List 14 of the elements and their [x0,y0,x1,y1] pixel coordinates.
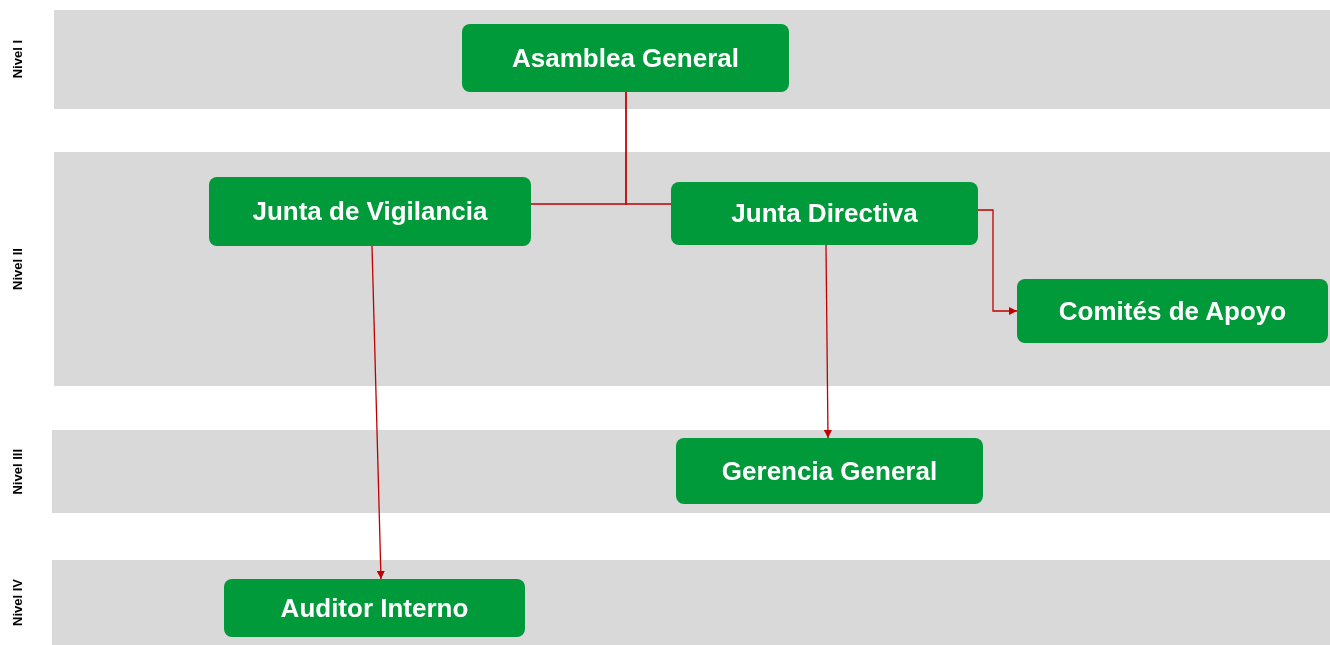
level-label: Nivel II [9,248,27,290]
level-label: Nivel III [9,448,27,495]
role-box: Junta de Vigilancia [209,177,531,246]
role-box: Auditor Interno [224,579,525,637]
arrow [823,244,832,439]
role-box: Junta Directiva [671,182,978,245]
level-label: Nivel I [9,40,27,79]
arrow [371,245,385,580]
role-box: Gerencia General [676,438,983,504]
connector-line [625,91,672,205]
role-box: Comités de Apoyo [1017,279,1328,343]
level-label: Nivel IV [9,579,27,626]
role-box: Asamblea General [462,24,789,92]
arrow [977,209,1018,315]
